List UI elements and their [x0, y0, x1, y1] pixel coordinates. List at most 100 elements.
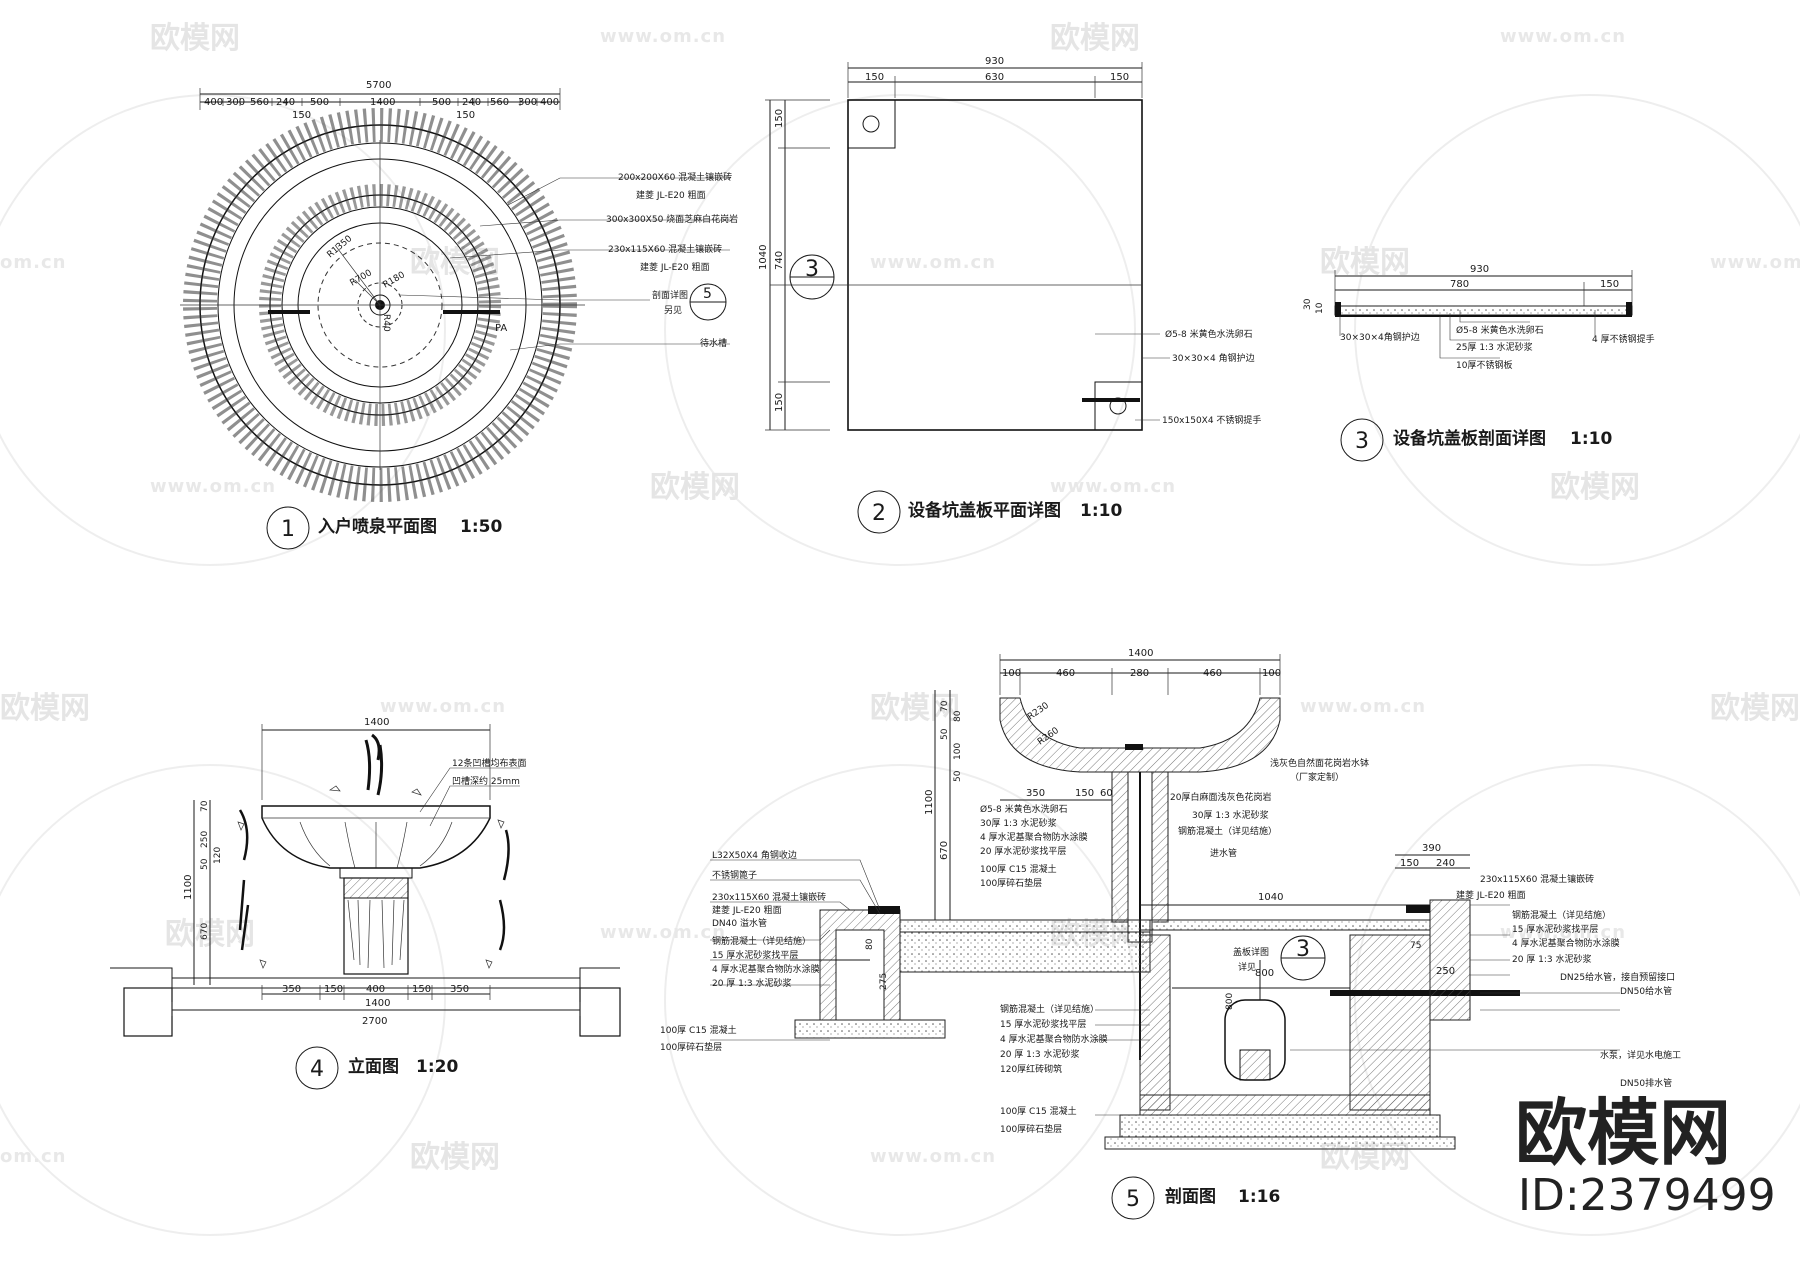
- section-note-center: 浅灰色自然面花岗岩水钵: [1270, 757, 1369, 769]
- section-left-leaders: [710, 859, 881, 1041]
- watermark-url: www.om.cn: [1710, 252, 1800, 273]
- label-pa: PA: [495, 323, 507, 334]
- section-note-center: 20厚白麻面浅灰色花岗岩: [1170, 791, 1271, 803]
- radius-label: R40: [381, 314, 391, 332]
- dim-label: 240: [1436, 858, 1455, 869]
- dim-label: 630: [985, 72, 1004, 83]
- dim-label: 1100: [924, 790, 935, 815]
- dim-label: 150: [456, 110, 475, 121]
- dim-label: 150: [1075, 788, 1094, 799]
- drawing-number-circle: [1111, 1176, 1155, 1220]
- section-note-left: 100厚 C15 混凝土: [660, 1024, 737, 1036]
- section-note-pit: 100厚碎石垫层: [1000, 1123, 1062, 1135]
- section-note-pit: 20 厚 1:3 水泥砂浆: [1000, 1048, 1080, 1060]
- drawing-number-circle: [295, 1046, 339, 1090]
- section-note-pit: 4 厚水泥基聚合物防水涂膜: [1000, 1033, 1108, 1045]
- dim-label: 1400: [370, 97, 395, 108]
- dim-label: 300: [518, 97, 537, 108]
- dim-overall: 5700: [366, 80, 391, 91]
- drawing-title: 立面图: [348, 1056, 399, 1077]
- section-note-left: 230x115X60 混凝土镶嵌砖: [712, 891, 826, 903]
- section-note-right: 230x115X60 混凝土镶嵌砖: [1480, 873, 1594, 885]
- dim-label: 100: [1002, 668, 1021, 679]
- section-note-center: 30厚 1:3 水泥砂浆: [1192, 809, 1269, 821]
- watermark-brand: 欧模网: [650, 470, 740, 505]
- dim-label: 460: [1056, 668, 1075, 679]
- watermark-url: om.cn: [0, 1146, 66, 1167]
- dim-label: 10: [1315, 302, 1325, 314]
- section-note-right: 水泵，详见水电施工: [1600, 1049, 1681, 1061]
- dim-label: 280: [1130, 668, 1149, 679]
- section-note-pit: 100厚 C15 混凝土: [1000, 1105, 1077, 1117]
- section-note-mid: 4 厚水泥基聚合物防水涂膜: [980, 831, 1088, 843]
- watermark-brand: 欧模网: [1050, 21, 1140, 56]
- dim-label: 930: [1470, 264, 1489, 275]
- plan-note: 待水槽: [700, 337, 727, 349]
- dim-label: 1400: [364, 717, 389, 728]
- dim-label: 560: [490, 97, 509, 108]
- dim-label: 560: [250, 97, 269, 108]
- drawing-number: 2: [872, 501, 886, 526]
- dim-label: 150: [1400, 858, 1419, 869]
- dim-label: 150: [774, 109, 785, 128]
- section-note-mid: 20 厚水泥砂浆找平层: [980, 845, 1066, 857]
- section-ref-marker: 5: [689, 283, 727, 321]
- drawing-number: 5: [1126, 1187, 1140, 1212]
- section-note-left: 4 厚水泥基聚合物防水涂膜: [712, 963, 820, 975]
- section-note-left: 钢筋混凝土（详见结施）: [712, 935, 811, 947]
- section-note-right: DN50排水管: [1620, 1077, 1672, 1089]
- watermark-url: www.om.cn: [380, 696, 506, 717]
- dim-label: 1100: [183, 875, 194, 900]
- drawing-title: 剖面图: [1165, 1186, 1216, 1207]
- dim-label: 400: [366, 984, 385, 995]
- brand-block: 欧模网 ID:2379499: [1515, 1091, 1776, 1221]
- dim-label: 350: [450, 984, 469, 995]
- ref-number: 3: [805, 257, 819, 282]
- dim-label: 150: [1600, 279, 1619, 290]
- dim-label: 500: [432, 97, 451, 108]
- watermark-brand: 欧模网: [410, 1140, 500, 1175]
- elevation-note: 凹槽深约 25mm: [452, 775, 520, 787]
- watermark-brand: 欧模网: [1710, 691, 1800, 726]
- section-note-left: 建菱 JL-E20 粗面: [712, 904, 782, 916]
- dim-label: 50: [940, 728, 950, 740]
- dim-label: 150: [774, 393, 785, 412]
- dim-label: 1040: [1258, 892, 1283, 903]
- watermark-url: www.om.cn: [1500, 26, 1626, 47]
- section-pit-leaders: [1095, 1009, 1150, 1116]
- dim-label: 800: [1255, 968, 1274, 979]
- dim-label: 240: [276, 97, 295, 108]
- radius-label: R230: [1026, 701, 1051, 723]
- brand-id: ID:2379499: [1518, 1170, 1776, 1221]
- drawing-title: 设备坑盖板剖面详图: [1393, 428, 1546, 449]
- watermark-url: www.om.cn: [600, 922, 726, 943]
- dim-label: 275: [879, 973, 889, 990]
- dim-label: 50: [953, 770, 963, 782]
- plan-note: 230x115X60 混凝土镶嵌砖: [608, 243, 722, 255]
- ref-text: 盖板详图: [1233, 946, 1269, 958]
- section-note-right: DN25给水管，接自预留接口: [1560, 971, 1675, 983]
- section-note-right: 15 厚水泥砂浆找平层: [1512, 923, 1598, 935]
- dim-label: 100: [953, 743, 963, 760]
- drawing-2-cover-plan: 930 150 630 150 1040 150 740 150 3 Ø5-8 …: [758, 56, 1261, 534]
- watermark-url: www.om.cn: [870, 252, 996, 273]
- dim-label: 670: [939, 841, 950, 860]
- drawing-title: 入户喷泉平面图: [318, 516, 437, 537]
- watermark-url: www.om.cn: [870, 1146, 996, 1167]
- dim-label: 390: [1422, 843, 1441, 854]
- elevation-note: 12条凹槽均布表面: [452, 757, 526, 769]
- dim-label: 670: [200, 923, 210, 940]
- drawing-3-cover-section: 930 780 150 30 10 30×30×4角钢护边 Ø5-8 米黄色水洗…: [1303, 264, 1655, 462]
- section-note-pit: 15 厚水泥砂浆找平层: [1000, 1018, 1086, 1030]
- plan-note: 剖面详图: [652, 289, 688, 301]
- dim-label: 70: [940, 700, 950, 712]
- section-note-left: 15 厚水泥砂浆找平层: [712, 949, 798, 961]
- section-note-center: （厂家定制）: [1290, 771, 1344, 783]
- watermark-url: www.om.cn: [150, 476, 276, 497]
- dim-label: 150: [1110, 72, 1129, 83]
- section-note-left: 不锈钢篦子: [712, 869, 757, 881]
- watermark-brand: 欧模网: [870, 691, 960, 726]
- drawing-number-circle: [857, 490, 901, 534]
